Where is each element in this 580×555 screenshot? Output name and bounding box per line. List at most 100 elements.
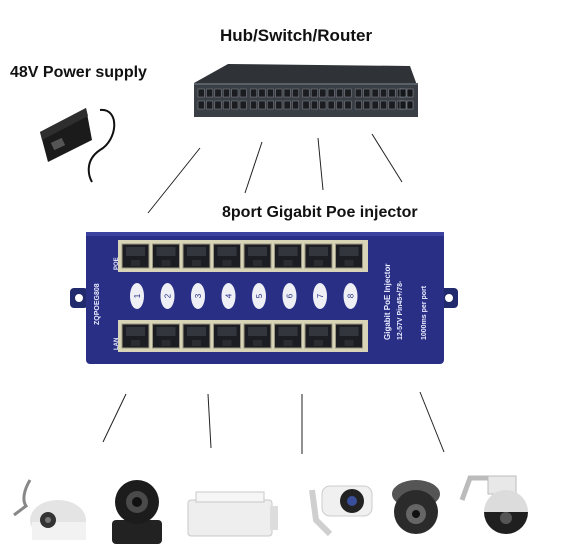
dome-camera-icon <box>13 479 86 540</box>
switch-port <box>222 88 230 98</box>
port-number-label: 8 <box>347 293 356 298</box>
vandal-dome-camera-icon <box>392 480 440 534</box>
switch-port <box>239 88 247 98</box>
poe-port[interactable] <box>152 243 180 269</box>
switch-uplink-port <box>399 100 407 110</box>
switch-port <box>371 100 379 110</box>
injector-model-text: ZQPOEG808 <box>94 283 101 325</box>
lan-port[interactable] <box>121 323 150 349</box>
switch-port <box>214 100 222 110</box>
lan-port[interactable] <box>274 323 302 349</box>
port-number-oval <box>221 283 236 309</box>
poe-port-group-label: POE <box>114 257 120 270</box>
switch-port <box>275 100 283 110</box>
switch-port <box>371 88 379 98</box>
uplink-cables <box>147 133 403 214</box>
switch-port <box>344 100 352 110</box>
switch-port <box>292 100 300 110</box>
injector-title-text: Gigabit PoE Injector <box>383 264 392 340</box>
switch-port <box>302 88 310 98</box>
poe-port[interactable] <box>121 243 150 269</box>
hub-switch-router-label: Hub/Switch/Router <box>220 26 373 45</box>
switch-port <box>344 88 352 98</box>
poe-port[interactable] <box>182 243 211 269</box>
switch-port <box>388 100 396 110</box>
switch-port <box>206 88 214 98</box>
downlink-cables <box>102 391 445 454</box>
switch-port <box>310 88 318 98</box>
poe-port[interactable] <box>243 243 272 269</box>
switch-port <box>283 88 291 98</box>
port-number-oval <box>191 283 205 309</box>
poe-port[interactable] <box>335 243 363 269</box>
ip-pan-tilt-camera-icon <box>112 480 162 544</box>
switch-port <box>266 100 274 110</box>
network-switch-icon <box>194 64 418 117</box>
switch-port <box>250 88 258 98</box>
switch-uplink-port <box>399 88 407 98</box>
switch-port <box>197 88 205 98</box>
port-number-label: 5 <box>255 293 264 298</box>
port-number-oval <box>343 283 358 309</box>
poe-port[interactable] <box>213 243 241 269</box>
switch-port <box>292 88 300 98</box>
lan-port[interactable] <box>213 323 241 349</box>
switch-port <box>239 100 247 110</box>
port-number-label: 1 <box>133 293 142 298</box>
port-number-label: 6 <box>286 293 295 298</box>
switch-port <box>302 100 310 110</box>
port-number-label: 2 <box>164 293 173 298</box>
switch-port <box>310 100 318 110</box>
port-number-label: 7 <box>316 293 325 298</box>
switch-uplink-port <box>406 100 414 110</box>
switch-port <box>231 100 239 110</box>
switch-port <box>266 88 274 98</box>
switch-port <box>336 88 344 98</box>
switch-port <box>327 100 335 110</box>
lan-port[interactable] <box>304 323 333 349</box>
switch-port <box>354 88 362 98</box>
injector-voltage-text: 12-57V Pin45+/78- <box>397 280 404 340</box>
bullet-camera-icon <box>309 485 373 537</box>
switch-port <box>206 100 214 110</box>
switch-port <box>197 100 205 110</box>
switch-port <box>258 100 266 110</box>
power-supply-icon <box>40 108 116 183</box>
port-number-label: 4 <box>225 293 234 298</box>
switch-port <box>214 88 222 98</box>
lan-port[interactable] <box>243 323 272 349</box>
switch-port <box>363 100 371 110</box>
lan-port[interactable] <box>182 323 211 349</box>
switch-port <box>380 88 388 98</box>
switch-port <box>231 88 239 98</box>
poe-injector-label: 8port Gigabit Poe injector <box>222 204 418 221</box>
port-number-oval <box>282 283 297 309</box>
ptz-speed-dome-camera-icon <box>459 475 528 534</box>
port-number-oval <box>130 283 144 309</box>
power-supply-label: 48V Power supply <box>10 64 147 81</box>
lan-port[interactable] <box>335 323 363 349</box>
switch-port <box>319 100 327 110</box>
switch-port <box>380 100 388 110</box>
switch-port <box>354 100 362 110</box>
switch-port <box>336 100 344 110</box>
switch-port <box>258 88 266 98</box>
port-number-oval <box>313 283 327 309</box>
port-number-oval <box>160 283 175 309</box>
lan-port[interactable] <box>152 323 180 349</box>
poe-port[interactable] <box>274 243 302 269</box>
switch-port <box>327 88 335 98</box>
port-number-oval <box>252 283 266 309</box>
switch-port <box>222 100 230 110</box>
box-camera-icon <box>187 491 278 537</box>
switch-port <box>363 88 371 98</box>
switch-port <box>275 88 283 98</box>
injector-speed-text: 1000ms per port <box>421 285 428 340</box>
switch-port <box>250 100 258 110</box>
switch-port <box>319 88 327 98</box>
lan-port-group-label: LAN <box>114 338 120 350</box>
switch-uplink-port <box>406 88 414 98</box>
switch-port <box>283 100 291 110</box>
poe-port[interactable] <box>304 243 333 269</box>
